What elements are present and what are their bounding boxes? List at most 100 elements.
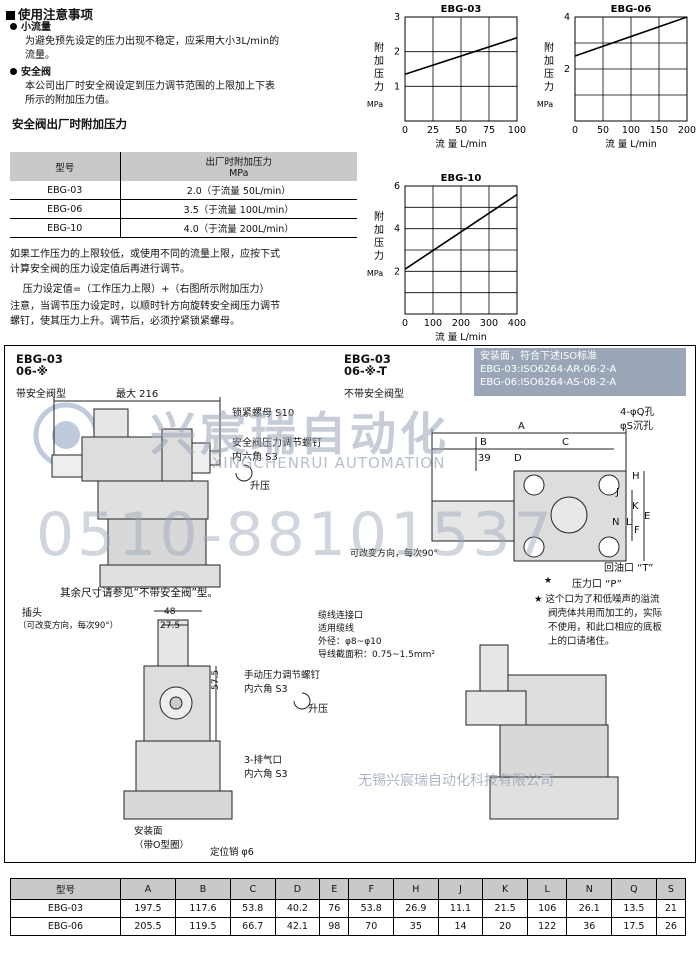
y-axis-label: 加: [374, 224, 384, 236]
cable-type-label: 适用缆线: [318, 624, 355, 634]
table-cell: 197.5: [120, 899, 176, 918]
x-tick-label: 200: [678, 125, 696, 136]
port-note: 上的口请堵住。: [548, 636, 615, 647]
dim-48: 48: [164, 607, 176, 617]
dim-N: N: [612, 517, 620, 528]
dim-K: K: [632, 501, 639, 512]
dim-F: F: [634, 525, 640, 536]
y-axis-label: 压: [544, 68, 554, 80]
chart-title: EBG-03: [441, 4, 482, 15]
square-bullet-icon: [6, 11, 15, 20]
iso-line: EBG-03:ISO6264-AR-06-2-A: [480, 364, 617, 375]
return-port-label: 回油口 “T”: [604, 563, 654, 574]
dim-C: C: [562, 437, 569, 448]
plot-frame: [404, 16, 518, 122]
vent-label: 3-排气口: [244, 755, 282, 766]
table-cell: EBG-03: [47, 184, 83, 196]
table-cell: 119.5: [174, 917, 231, 936]
x-tick-label: 400: [508, 318, 526, 329]
rise-label: 升压: [250, 481, 270, 492]
header-cell: D: [274, 878, 321, 900]
table-cell: EBG-10: [47, 222, 83, 234]
dim-57-5: 57.5: [211, 669, 221, 690]
drawing-svg: ★: [33, 397, 645, 820]
series-line: [404, 193, 518, 270]
header-cell: S: [655, 878, 687, 900]
left-valve-upper: [51, 397, 221, 588]
y-axis-label: 加: [374, 55, 384, 67]
dim-D: D: [514, 453, 522, 464]
dim-E: E: [644, 511, 651, 522]
dim-L: L: [626, 517, 632, 528]
dim-J: J: [616, 487, 619, 498]
hex-label-3: 内六角 S3: [244, 769, 288, 780]
y-axis-label: 附: [374, 210, 384, 223]
watermark-brand: 兴宸瑞自动化: [150, 407, 450, 461]
pin-label: 定位销 φ6: [210, 847, 254, 858]
rotatable-label: 可改变方向，每次90°: [350, 549, 438, 559]
counterbore-label: φS沉孔: [620, 421, 653, 432]
holes-label: 4-φQ孔: [620, 407, 655, 418]
table-cell: 26: [655, 917, 687, 936]
header-cell: 型号: [55, 162, 75, 174]
cable-od-label: 外径：φ8~φ10: [318, 637, 382, 647]
y-tick-label: 1: [394, 81, 400, 92]
x-tick-label: 25: [427, 125, 439, 136]
y-axis-unit: MPa: [537, 100, 553, 109]
manual-screw-label: 手动压力调节螺钉: [244, 670, 321, 681]
table-row: EBG-03 2.0（于流量 50L/min）: [10, 181, 357, 200]
chart-title: EBG-06: [611, 4, 652, 15]
right-caption: 不带安全阀型: [344, 389, 404, 400]
header-cell: H: [393, 878, 439, 900]
x-tick-label: 100: [424, 318, 442, 329]
table-cell: 98: [319, 917, 350, 936]
y-tick-label: 3: [394, 12, 400, 23]
max-dimension: 最大 216: [116, 389, 159, 400]
y-axis-label: 力: [544, 80, 554, 93]
x-tick-label: 200: [452, 318, 470, 329]
header-cell: J: [437, 878, 484, 900]
x-axis-label: 流 量 L/min: [435, 331, 486, 342]
wire-area-label: 导线截面积：0.75~1.5mm²: [318, 650, 436, 660]
safety-valve-line: 所示的附加压力值。: [25, 95, 115, 106]
table-cell: 106: [526, 899, 568, 918]
x-tick-label: 100: [622, 125, 640, 136]
header-cell: E: [319, 878, 350, 900]
x-tick-label: 50: [597, 125, 609, 136]
drawing-panel: [4, 345, 696, 863]
x-tick-label: 0: [572, 125, 578, 136]
small-flow-line: 流量。: [25, 50, 55, 61]
iso-box: 安装面，符合下述ISO标准 EBG-03:ISO6264-AR-06-2-A E…: [474, 348, 686, 396]
table-cell: 122: [526, 917, 568, 936]
y-axis-label: 加: [544, 55, 554, 67]
y-axis-label: 附: [374, 41, 384, 54]
x-tick-label: 75: [483, 125, 495, 136]
safety-screw-label: 安全阀压力调节螺钉: [232, 438, 322, 449]
dim-27-5: 27.5: [160, 621, 181, 631]
x-tick-label: 50: [455, 125, 467, 136]
oring-label: （带O型圈）: [134, 840, 189, 851]
formula-para: 如果工作压力的上限较低，或使用不同的流量上限，应按下式: [10, 249, 280, 260]
header-cell: Q: [611, 878, 657, 900]
star-marker-icon: ★: [544, 576, 552, 586]
table-cell: 26.9: [393, 899, 439, 918]
table-cell: EBG-06: [10, 917, 121, 936]
table-cell: 2.0（于流量 50L/min）: [119, 181, 357, 200]
watermark-phone: 0510-88101537: [36, 500, 555, 570]
watermark-footer: 无锡兴宸瑞自动化科技有限公司: [358, 773, 554, 789]
table-cell: EBG-06: [47, 203, 83, 215]
safety-valve-line: 本公司出厂时安全阀设定到压力调节范围的上限加上下表: [25, 81, 275, 92]
plot-frame: [574, 16, 688, 122]
port-note: 阀壳体共用而加工的，实际: [548, 608, 663, 619]
table-cell: EBG-03: [10, 899, 121, 918]
table-cell: 42.1: [274, 917, 321, 936]
table-cell: 53.8: [229, 899, 276, 918]
small-flow-heading: 小流量: [10, 21, 51, 35]
formula-para: 螺钉，使其压力上升。调节后，必须拧紧锁紧螺母。: [10, 316, 240, 327]
table-cell: 66.7: [229, 917, 276, 936]
table-cell: 26.1: [566, 899, 613, 918]
